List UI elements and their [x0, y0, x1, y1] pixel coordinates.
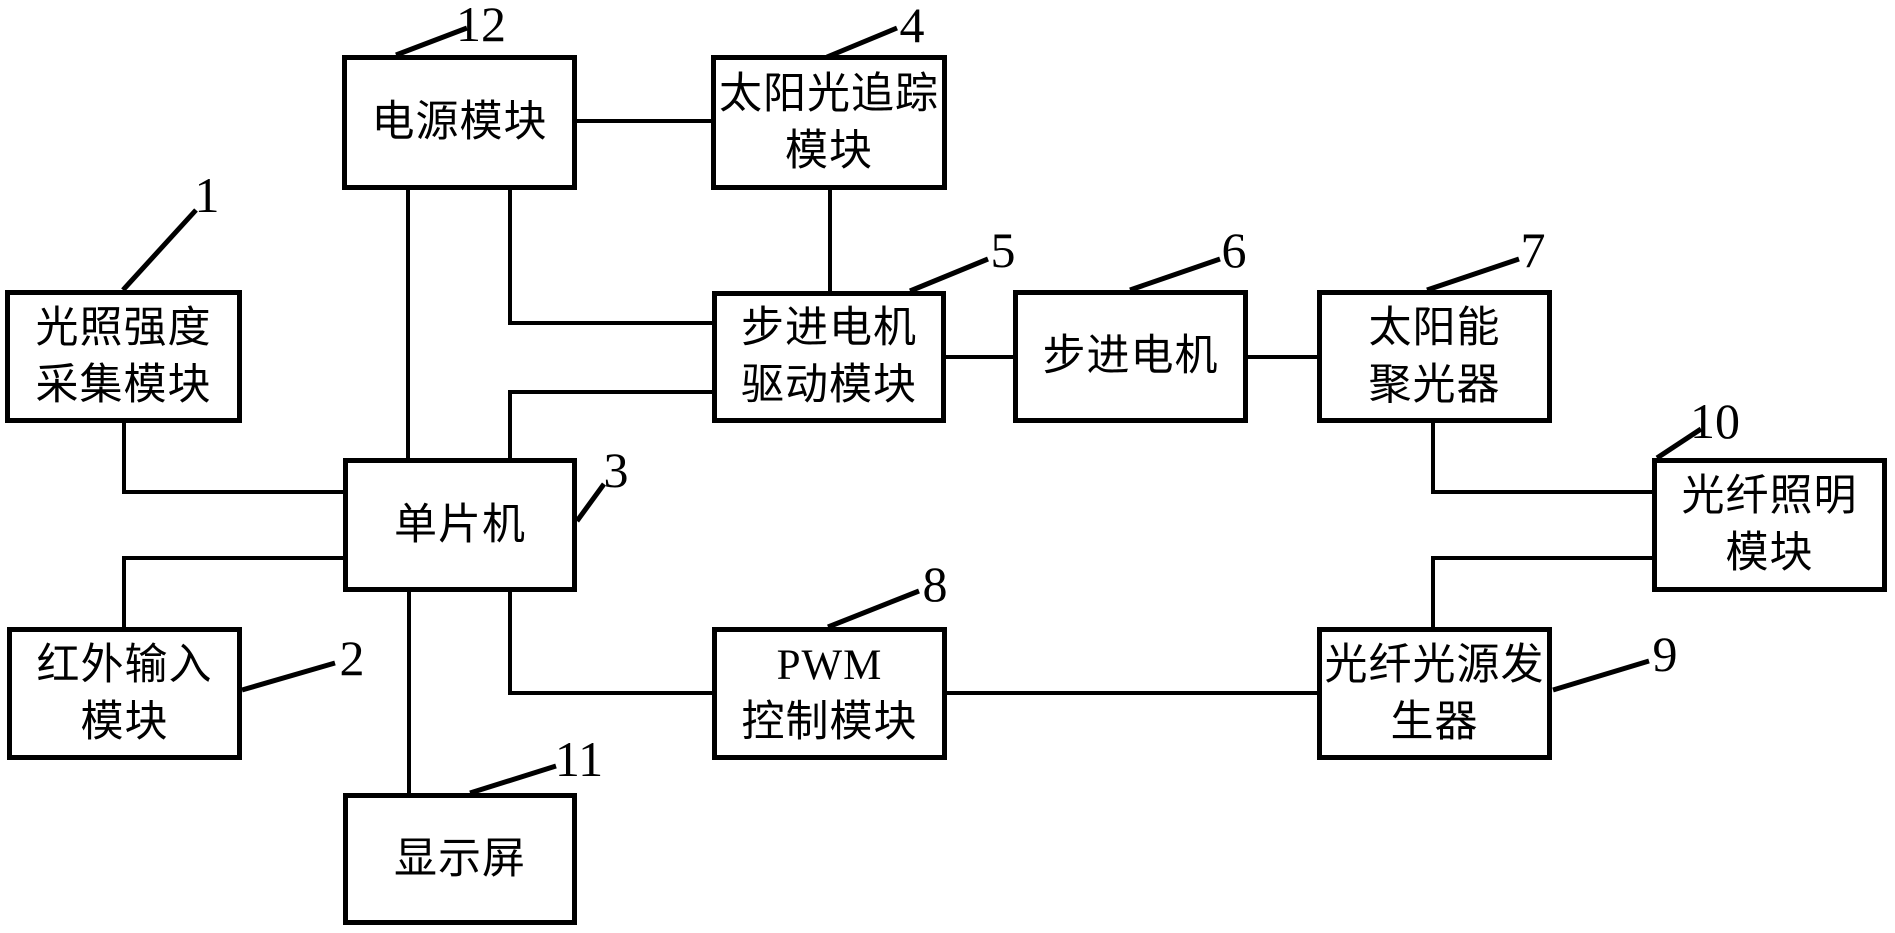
ref-numeral-9: 9	[1652, 626, 1678, 682]
leader-line-ref-1	[121, 208, 198, 292]
box-power-module-label: 电源模块	[371, 99, 548, 146]
box-fiber-light-source-generator: 光纤光源发生器	[1317, 627, 1552, 760]
ref-numeral-12: 12	[456, 0, 506, 52]
box-sunlight-tracking-module-label: 太阳光追踪	[719, 70, 939, 118]
ref-numeral-4: 4	[899, 0, 925, 53]
connector-pwm-to-mcu	[508, 592, 712, 695]
box-sunlight-tracking-module-label: 模块	[785, 127, 873, 175]
box-solar-concentrator-label: 太阳能	[1368, 304, 1501, 352]
connector-power-to-stepper-drive	[508, 190, 712, 325]
box-infrared-input-module-label: 红外输入	[36, 641, 213, 689]
box-pwm-control-module-label: 控制模块	[741, 698, 918, 746]
box-fiber-lighting-module: 光纤照明模块	[1652, 458, 1887, 592]
box-fiber-light-source-generator-label: 光纤光源发	[1324, 641, 1545, 689]
leader-line-ref-12	[395, 25, 468, 58]
box-solar-concentrator-label: 聚光器	[1368, 361, 1501, 409]
connector-mcu-to-stepper-drive	[508, 390, 712, 458]
ref-numeral-8: 8	[922, 556, 948, 612]
ref-numeral-1: 1	[194, 167, 220, 223]
box-infrared-input-module-label: 模块	[80, 698, 169, 746]
box-solar-concentrator: 太阳能聚光器	[1317, 290, 1552, 423]
box-sunlight-tracking-module: 太阳光追踪模块	[711, 55, 947, 190]
ref-numeral-2: 2	[339, 630, 365, 686]
connector-concentrator-to-fiber-lighting	[1431, 423, 1652, 494]
box-stepper-motor: 步进电机	[1013, 290, 1248, 423]
box-power-module: 电源模块	[342, 55, 577, 190]
box-fiber-lighting-module-label: 模块	[1725, 530, 1814, 577]
leader-line-ref-10	[1655, 426, 1703, 461]
box-light-intensity-collect-module: 光照强度采集模块	[5, 290, 242, 423]
connector-fiber-lighting-to-fiber-source	[1431, 556, 1652, 627]
ref-numeral-7: 7	[1520, 222, 1546, 278]
box-display-screen: 显示屏	[343, 793, 577, 925]
box-display-screen-label: 显示屏	[394, 835, 526, 883]
box-stepper-motor-drive-module-label: 驱动模块	[741, 362, 917, 409]
box-pwm-control-module-label: PWM	[776, 641, 883, 689]
box-light-intensity-collect-module-label: 光照强度	[35, 304, 212, 352]
leader-line-ref-3	[574, 482, 607, 523]
connector-light-intensity-to-mcu	[122, 423, 343, 494]
box-stepper-motor-label: 步进电机	[1042, 333, 1219, 380]
leader-line-ref-4	[826, 25, 898, 60]
connector-mcu-to-infrared-input	[122, 556, 343, 627]
ref-numeral-5: 5	[990, 222, 1016, 278]
box-infrared-input-module: 红外输入模块	[7, 627, 242, 760]
box-fiber-light-source-generator-label: 生器	[1390, 698, 1479, 746]
leader-line-ref-8	[827, 588, 920, 630]
box-mcu: 单片机	[343, 458, 577, 592]
leader-line-ref-5	[909, 256, 989, 294]
box-light-intensity-collect-module-label: 采集模块	[35, 361, 212, 409]
box-fiber-lighting-module-label: 光纤照明	[1681, 473, 1858, 520]
leader-line-ref-9	[1552, 658, 1650, 693]
box-stepper-motor-drive-module: 步进电机驱动模块	[712, 291, 946, 423]
box-pwm-control-module: PWM 控制模块	[712, 627, 947, 760]
box-stepper-motor-drive-module-label: 步进电机	[741, 305, 917, 352]
ref-numeral-11: 11	[554, 731, 604, 787]
leader-line-ref-7	[1426, 256, 1520, 293]
ref-numeral-3: 3	[603, 442, 629, 498]
leader-line-ref-2	[241, 660, 336, 693]
leader-line-ref-11	[469, 763, 557, 796]
box-mcu-label: 单片机	[394, 501, 526, 549]
ref-numeral-6: 6	[1221, 222, 1247, 278]
ref-numeral-10: 10	[1690, 393, 1740, 449]
leader-line-ref-6	[1129, 256, 1221, 293]
